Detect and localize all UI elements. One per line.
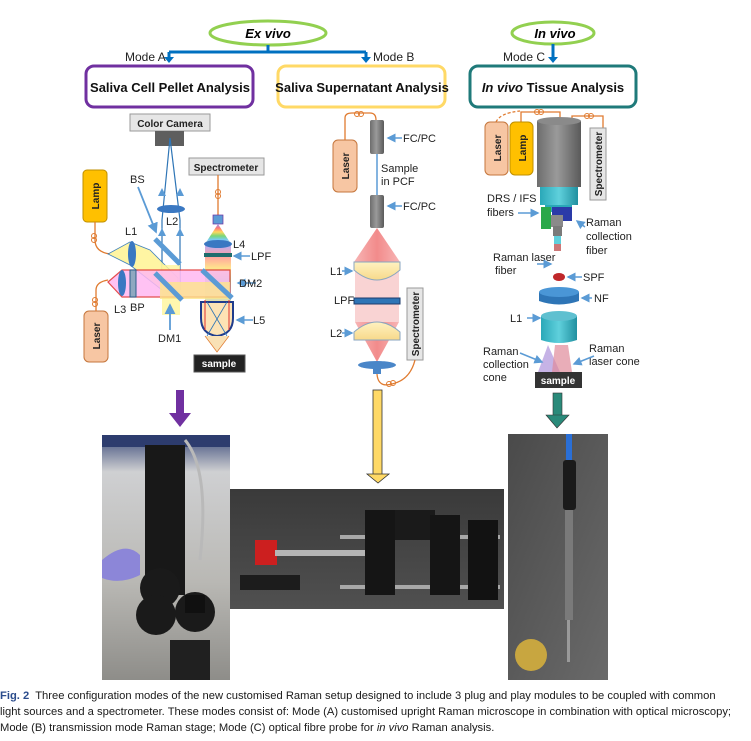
lamp-c-label: Lamp bbox=[518, 135, 529, 162]
caption-line-1: Three configuration modes of the new cus… bbox=[35, 690, 716, 702]
ex-vivo-label: Ex vivo bbox=[245, 26, 291, 41]
mode-c-title: In vivo Tissue Analysis bbox=[482, 80, 624, 95]
mode-a-box: Saliva Cell Pellet Analysis bbox=[84, 64, 255, 109]
raman-laser-fiber-label-2: fiber bbox=[495, 265, 517, 277]
photo-mode-c bbox=[508, 434, 608, 680]
lpf-a-label: LPF bbox=[251, 251, 271, 263]
laser-c-label: Laser bbox=[493, 135, 504, 162]
raman-laser-fiber-label-1: Raman laser bbox=[493, 252, 556, 264]
mode-c-box: In vivo Tissue Analysis bbox=[468, 64, 638, 109]
sample-a-label: sample bbox=[202, 359, 237, 370]
arrow-down-c bbox=[545, 392, 570, 429]
fcpc-top-label: FC/PC bbox=[403, 133, 436, 145]
drs-ifs-label-2: fibers bbox=[487, 207, 514, 219]
l1-b-label: L1 bbox=[330, 266, 342, 278]
l4-label: L4 bbox=[233, 239, 245, 251]
laser-b-label: Laser bbox=[341, 153, 352, 180]
raman-collection-fiber-label-1: Raman bbox=[586, 217, 621, 229]
raman-collection-cone-label-3: cone bbox=[483, 372, 507, 384]
figure-number: Fig. 2 bbox=[0, 690, 30, 702]
mode-c-diagram: Laser Lamp Spectrometer DRS / IFS fibers… bbox=[483, 109, 640, 388]
sample-c-label: sample bbox=[541, 376, 576, 387]
figure-caption: Fig. 2 Three configuration modes of the n… bbox=[0, 688, 751, 736]
spectrometer-a-label: Spectrometer bbox=[194, 163, 259, 174]
sample-in-pcf-label-1: Sample bbox=[381, 163, 418, 175]
drs-ifs-label-1: DRS / IFS bbox=[487, 193, 537, 205]
lpf-b-label: LPF bbox=[334, 295, 354, 307]
raman-collection-cone-label-2: collection bbox=[483, 359, 529, 371]
l3-label: L3 bbox=[114, 304, 126, 316]
dm1-label: DM1 bbox=[158, 333, 181, 345]
mode-b-label: Mode B bbox=[373, 50, 414, 64]
mode-b-title: Saliva Supernatant Analysis bbox=[275, 80, 449, 95]
raman-laser-cone-label-1: Raman bbox=[589, 343, 624, 355]
mode-a-diagram: Color Camera L2 Spectrometer L4 LPF Lamp… bbox=[82, 113, 271, 373]
photo-mode-a bbox=[102, 435, 230, 680]
raman-collection-fiber-label-2: collection bbox=[586, 231, 632, 243]
color-camera-label: Color Camera bbox=[137, 119, 203, 130]
in-vivo-node: In vivo bbox=[510, 20, 596, 63]
arrow-down-b bbox=[365, 389, 391, 484]
fcpc-bottom-label: FC/PC bbox=[403, 201, 436, 213]
lamp-a-label: Lamp bbox=[91, 183, 102, 210]
photo-mode-b bbox=[230, 489, 504, 609]
nf-label: NF bbox=[594, 293, 609, 305]
spectrometer-b-label: Spectrometer bbox=[411, 292, 422, 357]
l1-c-label: L1 bbox=[510, 313, 522, 325]
raman-laser-cone-label-2: laser cone bbox=[589, 356, 640, 368]
l5-label: L5 bbox=[253, 315, 265, 327]
ex-vivo-branch-arrows bbox=[164, 45, 371, 63]
ex-vivo-node: Ex vivo bbox=[208, 19, 328, 47]
arrow-down-a bbox=[169, 390, 191, 427]
mode-a-title: Saliva Cell Pellet Analysis bbox=[90, 80, 250, 95]
mode-c-label: Mode C bbox=[503, 50, 545, 64]
bp-label: BP bbox=[130, 302, 145, 314]
mode-b-diagram: Laser FC/PC Sample in PCF FC/PC L1 LPF L… bbox=[330, 111, 436, 387]
laser-a-label: Laser bbox=[92, 323, 103, 350]
caption-line-2: light sources and a spectrometer. These … bbox=[0, 706, 732, 718]
mode-b-box: Saliva Supernatant Analysis bbox=[275, 64, 449, 109]
raman-collection-cone-label-1: Raman bbox=[483, 346, 518, 358]
spectrometer-c-label: Spectrometer bbox=[594, 132, 605, 197]
raman-collection-fiber-label-3: fiber bbox=[586, 245, 608, 257]
l1-a-label: L1 bbox=[125, 226, 137, 238]
l2-label: L2 bbox=[166, 216, 178, 228]
l2-b-label: L2 bbox=[330, 328, 342, 340]
dm2-label: DM2 bbox=[239, 278, 262, 290]
in-vivo-label: In vivo bbox=[534, 26, 575, 41]
mode-a-label: Mode A bbox=[125, 50, 166, 64]
spf-label: SPF bbox=[583, 272, 605, 284]
caption-line-3: Mode (B) transmission mode Raman stage; … bbox=[0, 722, 495, 734]
sample-in-pcf-label-2: in PCF bbox=[381, 176, 415, 188]
raman-setup-figure: Ex vivo Mode A Mode B In vivo Mode C Sal… bbox=[82, 19, 640, 680]
bs-label: BS bbox=[130, 174, 145, 186]
